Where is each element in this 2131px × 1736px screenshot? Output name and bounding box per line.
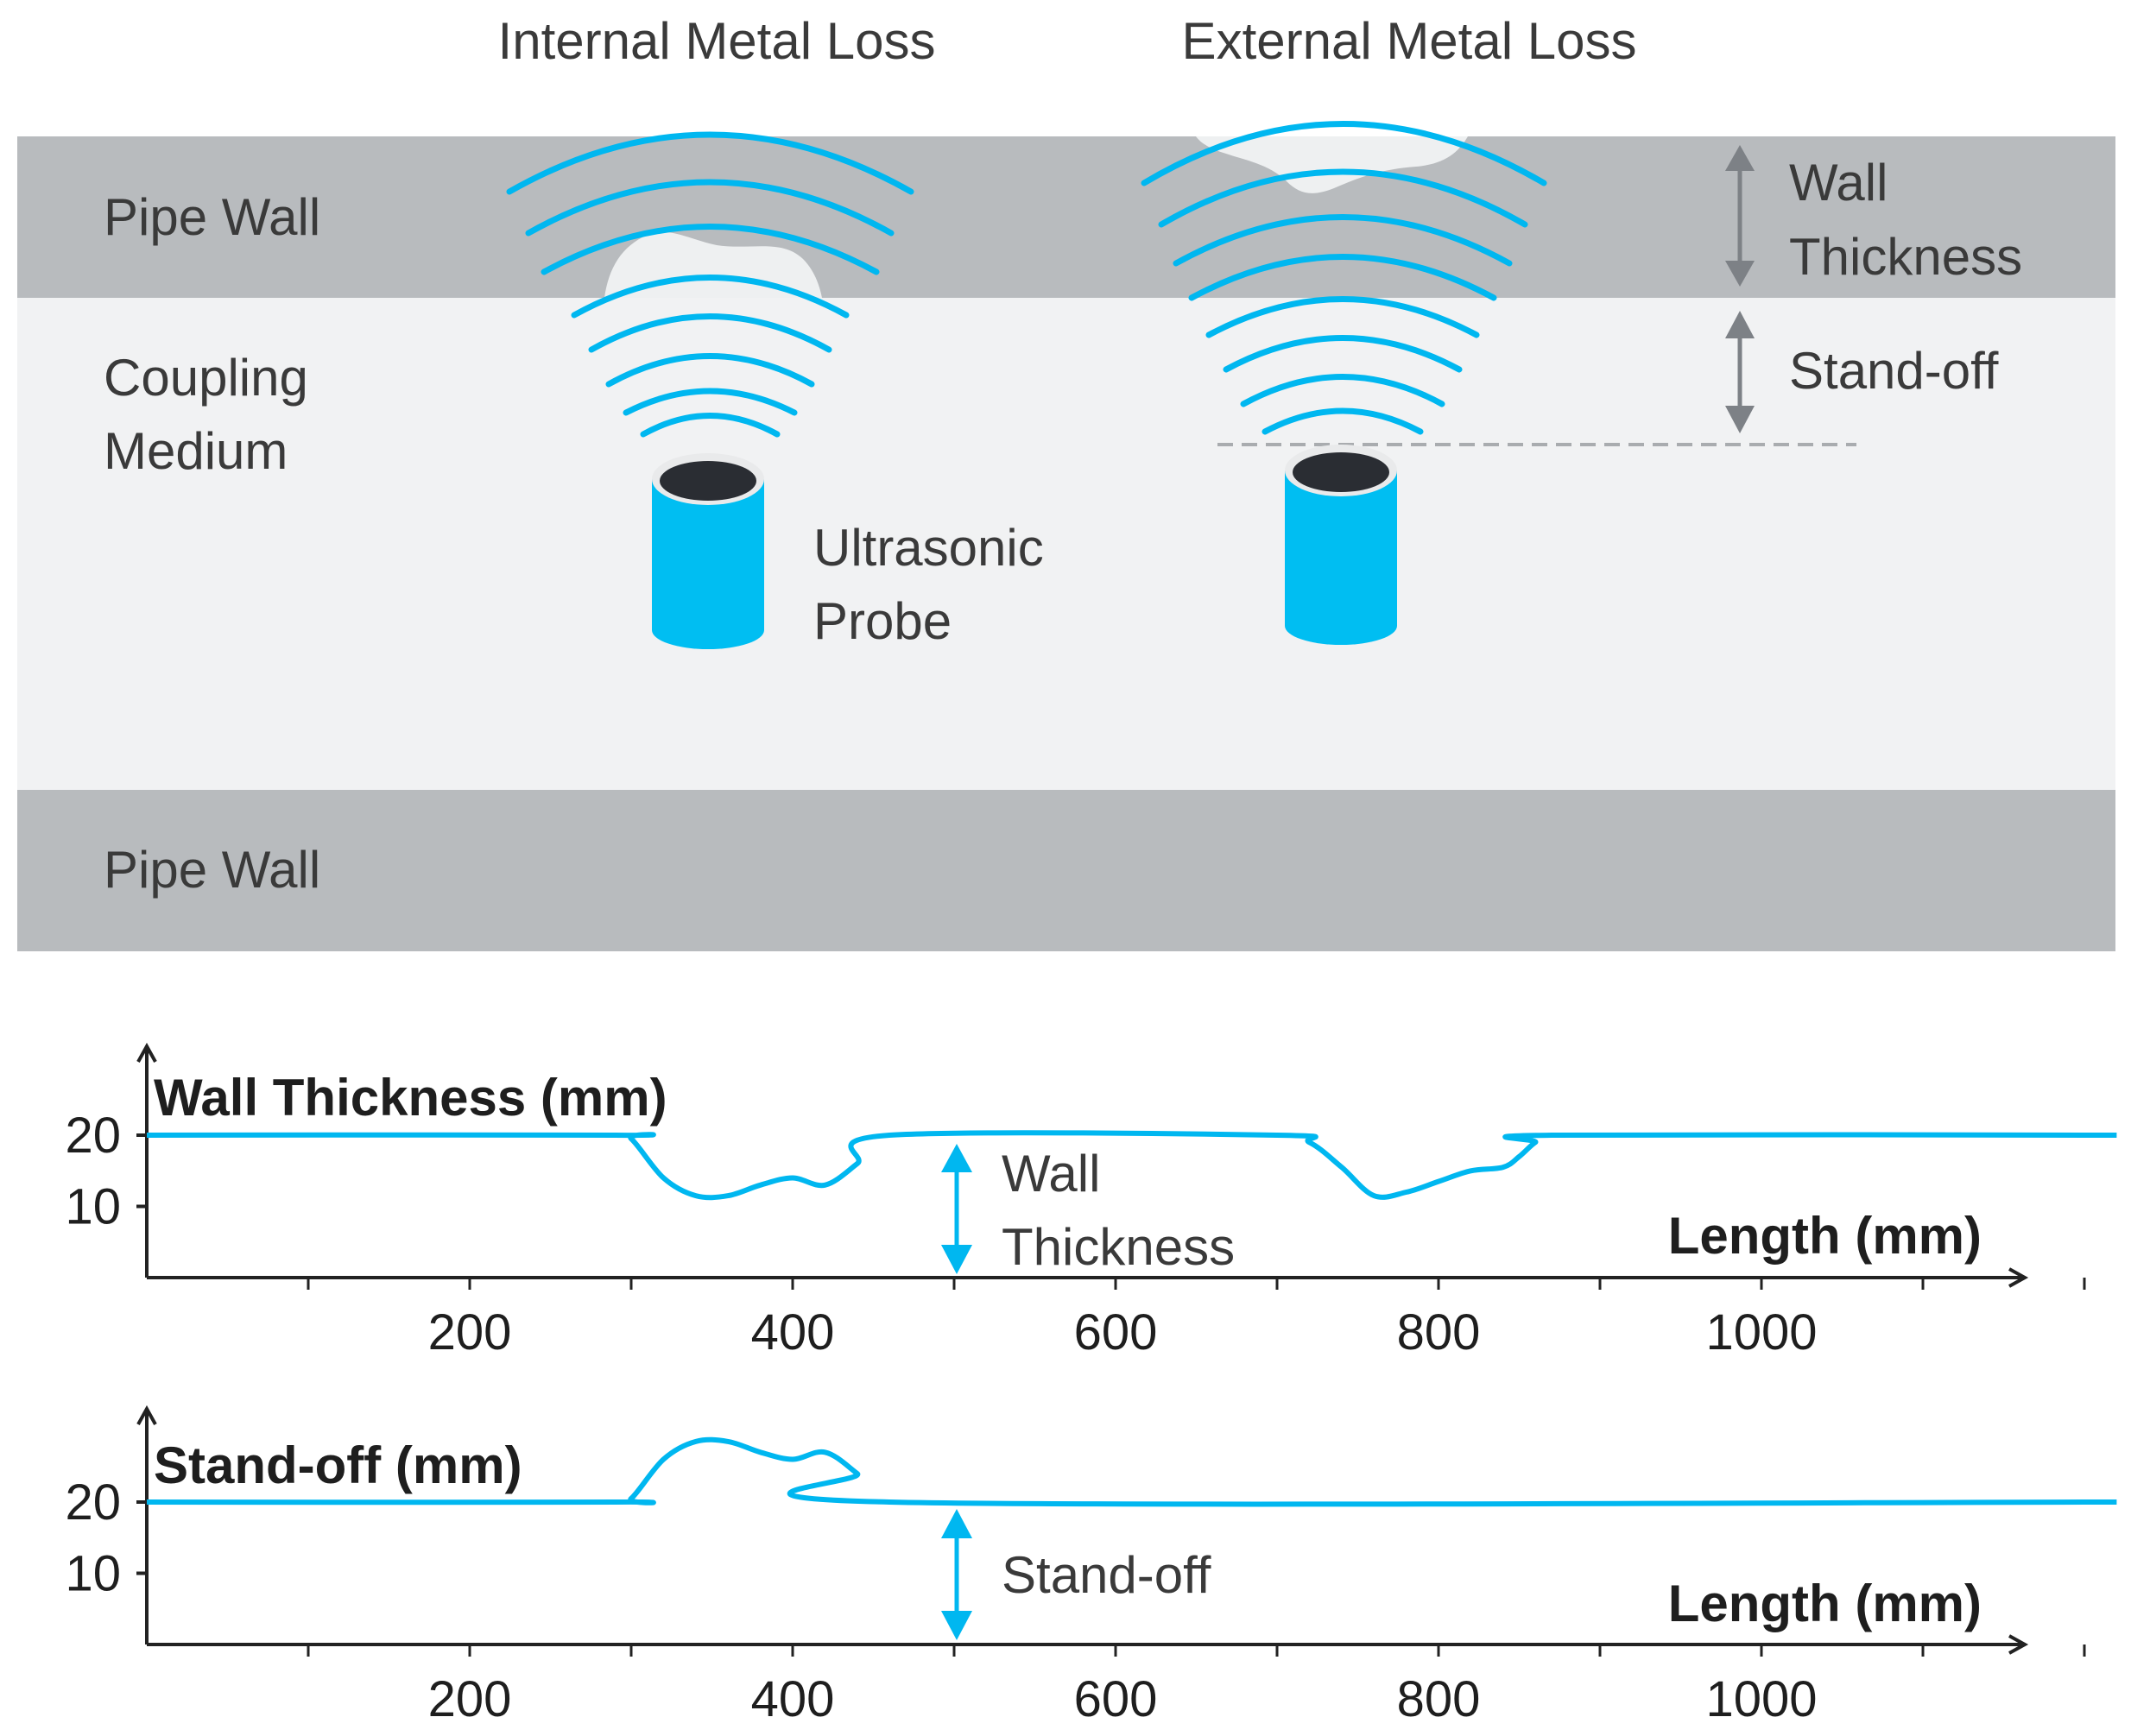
x-tick-label: 800 (1397, 1304, 1481, 1360)
ultrasonic-probe-external (1285, 445, 1397, 645)
wall-thickness-label-line2: Thickness (1789, 228, 2022, 286)
x-tick-label: 600 (1074, 1304, 1158, 1360)
chart1-y-arrowhead (136, 1042, 157, 1063)
y-tick-label: 10 (65, 1546, 121, 1602)
internal-loss-title: Internal Metal Loss (498, 12, 936, 70)
chart1-title: Wall Thickness (mm) (154, 1069, 667, 1127)
chart2-xlabel: Length (mm) (1668, 1575, 1982, 1632)
chart1-x-arrowhead (2008, 1267, 2029, 1288)
chart2-x-arrowhead (2008, 1634, 2029, 1655)
y-tick-label: 20 (65, 1474, 121, 1531)
chart2-title: Stand-off (mm) (154, 1436, 522, 1494)
y-tick-label: 20 (65, 1108, 121, 1164)
coupling-medium-region (17, 298, 2115, 790)
chart1-annotation-arrow (941, 1144, 972, 1274)
internal-wave-fronts (506, 131, 914, 438)
pipe-wall-bottom-label: Pipe Wall (104, 841, 320, 899)
chart2-series-line (146, 1436, 2117, 1507)
chart1-annotation-line2: Thickness (1002, 1218, 1235, 1276)
chart2-x-ticks: 200 400 600 800 1000 (307, 1644, 2086, 1727)
chart2-y-arrowhead (136, 1405, 157, 1425)
coupling-label-line1: Coupling (104, 349, 308, 407)
chart2-annotation: Stand-off (1002, 1546, 1211, 1604)
external-loss-title: External Metal Loss (1182, 12, 1637, 70)
x-tick-label: 800 (1397, 1671, 1481, 1727)
x-tick-label: 400 (751, 1304, 835, 1360)
standoff-label: Stand-off (1789, 342, 1999, 400)
pipe-schematic: Internal Metal Loss External Metal Loss … (17, 12, 2115, 951)
chart1-series-line (146, 1130, 2117, 1201)
chart1-annotation-line1: Wall (1002, 1145, 1100, 1203)
coupling-label-line2: Medium (104, 422, 288, 480)
probe-label-line2: Probe (813, 592, 952, 650)
wall-thickness-label-line1: Wall (1789, 154, 1888, 211)
chart2-annotation-arrow (941, 1509, 972, 1640)
probe-label-line1: Ultrasonic (813, 519, 1044, 577)
pipe-wall-top (17, 136, 2115, 298)
pipe-wall-bottom (17, 790, 2115, 951)
ultrasonic-probe-internal (652, 453, 764, 649)
x-tick-label: 1000 (1705, 1304, 1817, 1360)
x-tick-label: 400 (751, 1671, 835, 1727)
pipe-wall-top-label: Pipe Wall (104, 188, 320, 246)
wall-thickness-arrow (1725, 145, 1755, 287)
chart1-x-ticks: 200 400 600 800 1000 (307, 1278, 2086, 1360)
standoff-arrow (1725, 311, 1755, 433)
x-tick-label: 1000 (1705, 1671, 1817, 1727)
x-tick-label: 200 (428, 1304, 512, 1360)
y-tick-label: 10 (65, 1179, 121, 1235)
external-wave-fronts (1141, 121, 1547, 435)
chart1-xlabel: Length (mm) (1668, 1207, 1982, 1265)
external-loss-pit (1196, 136, 1468, 193)
x-tick-label: 600 (1074, 1671, 1158, 1727)
x-tick-label: 200 (428, 1671, 512, 1727)
